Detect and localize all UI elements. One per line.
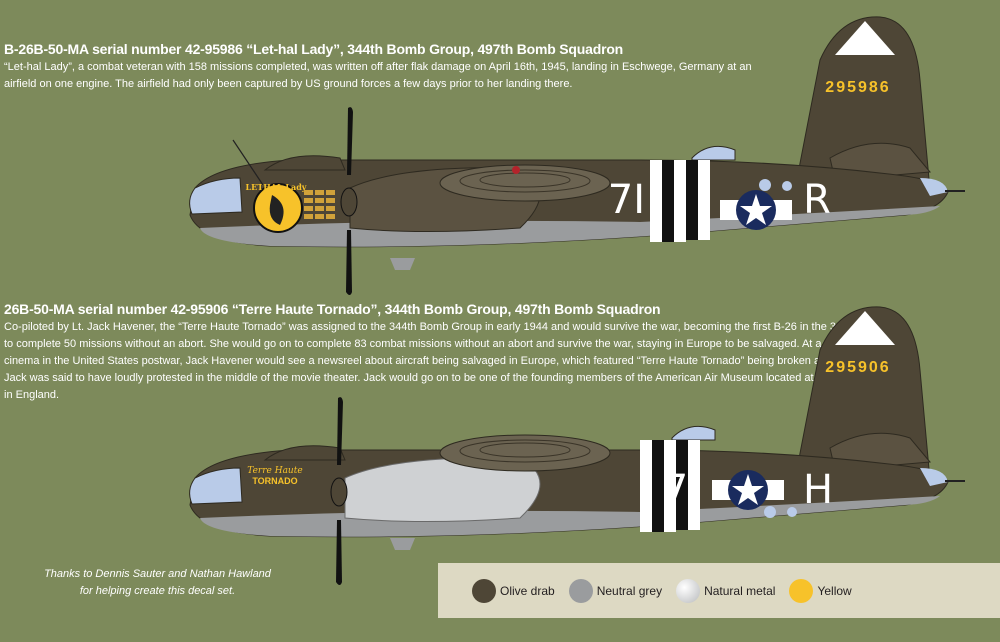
aircraft2-desc-line: in England. xyxy=(4,389,60,401)
svg-text:Terre Haute: Terre Haute xyxy=(247,466,302,476)
aircraft1-individual-letter: R xyxy=(803,177,831,223)
aircraft2-squadron-code: 7I xyxy=(663,467,700,513)
aircraft1-profile-illustration: 295986 7I R LETHAL Lady xyxy=(189,16,965,295)
aircraft2-desc-line: Co-piloted by Lt. Jack Havener, the “Ter… xyxy=(4,321,858,333)
credits-note: Thanks to Dennis Sauter and Nathan Hawla… xyxy=(40,566,275,600)
svg-text:TORNADO: TORNADO xyxy=(252,476,297,486)
yellow-swatch xyxy=(789,578,814,603)
aircraft2-individual-letter: H xyxy=(803,467,833,513)
aircraft2-description: Co-piloted by Lt. Jack Havener, the “Ter… xyxy=(4,319,857,404)
legend-label: Olive drab xyxy=(500,583,555,598)
mission-markings xyxy=(304,190,335,219)
svg-text:LETHAL Lady: LETHAL Lady xyxy=(246,182,307,192)
aircraft1-desc-line: airfield on one engine. The airfield had… xyxy=(4,78,573,90)
tail-triangle-marking xyxy=(835,311,895,345)
aircraft2-desc-line: cinema in the United States postwar, Jac… xyxy=(4,355,843,367)
aircraft1-description: “Let-hal Lady”, a combat veteran with 15… xyxy=(4,59,752,93)
us-star-insignia xyxy=(712,470,784,510)
legend-item-yellow: Yellow xyxy=(789,578,852,603)
aircraft1-heading: B-26B-50-MA serial number 42-95986 “Let-… xyxy=(4,41,624,57)
aircraft1-squadron-code: 7I xyxy=(608,177,645,223)
aircraft1-desc-line: “Let-hal Lady”, a combat veteran with 15… xyxy=(4,61,752,73)
nose-glazing xyxy=(189,177,243,215)
tail-triangle-marking xyxy=(835,21,895,55)
aircraft2-heading: 26B-50-MA serial number 42-95906 “Terre … xyxy=(4,301,661,317)
olive-drab-swatch xyxy=(472,578,496,603)
us-star-insignia xyxy=(720,190,792,230)
aircraft1-tail-number: 295986 xyxy=(825,79,890,96)
credits-line: for helping create this decal set. xyxy=(79,585,236,597)
aircraft2-tail-number: 295906 xyxy=(825,359,890,376)
aircraft2-desc-line: Jack was said to have loudly protested i… xyxy=(4,372,856,384)
aircraft1-caption: B-26B-50-MA serial number 42-95986 “Let-… xyxy=(4,41,752,93)
aircraft2-profile-illustration: 295906 7I H Terre Haute TORNADO xyxy=(189,306,965,585)
legend-item-neutral-grey: Neutral grey xyxy=(568,578,663,603)
color-legend: Olive drab Neutral grey Natural metal Ye… xyxy=(438,563,1000,618)
aircraft2-caption: 26B-50-MA serial number 42-95906 “Terre … xyxy=(4,301,857,404)
legend-label: Natural metal xyxy=(704,583,776,598)
legend-item-olive-drab: Olive drab xyxy=(472,578,555,603)
nose-glazing xyxy=(189,467,243,505)
legend-label: Neutral grey xyxy=(596,583,663,598)
legend-label: Yellow xyxy=(817,583,852,598)
natural-metal-swatch xyxy=(676,578,701,603)
aircraft2-desc-line: to complete 50 missions without an abort… xyxy=(4,338,854,350)
terre-haute-tornado-nose-art: Terre Haute TORNADO xyxy=(247,466,302,486)
legend-item-natural-metal: Natural metal xyxy=(676,578,776,603)
neutral-grey-swatch xyxy=(568,578,593,603)
lethal-lady-nose-art: LETHAL Lady xyxy=(246,182,307,233)
credits-line: Thanks to Dennis Sauter and Nathan Hawla… xyxy=(44,568,271,580)
